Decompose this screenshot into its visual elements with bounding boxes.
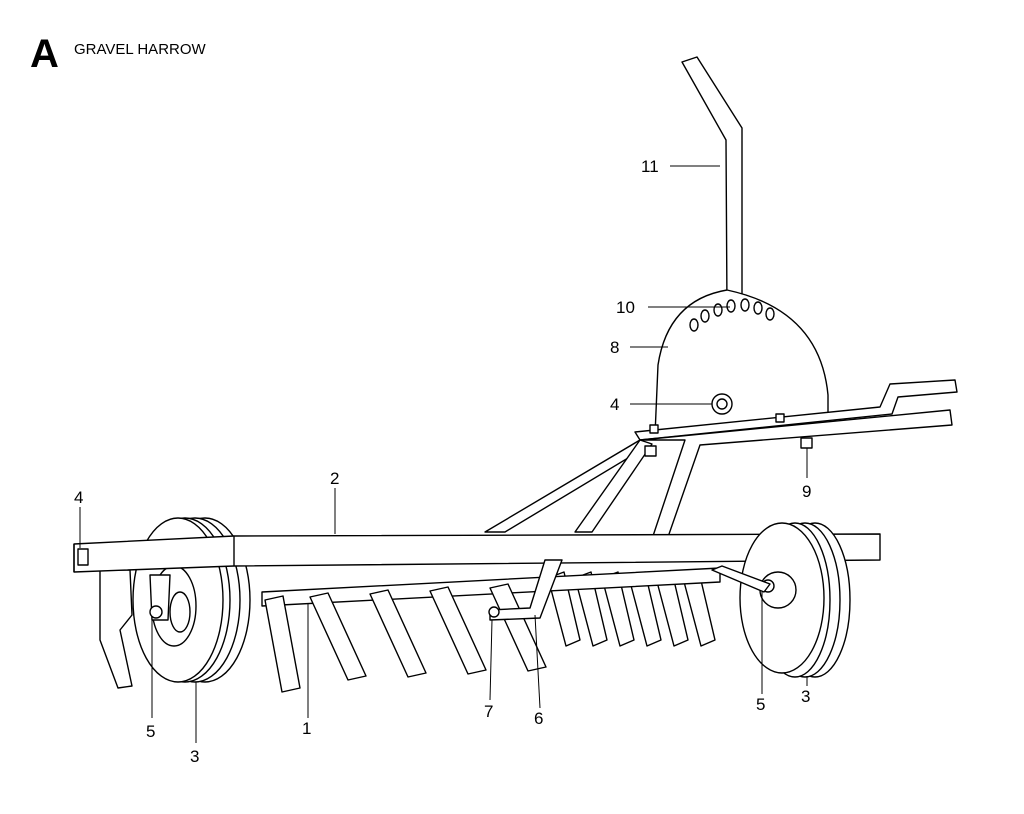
callout-8: 8 — [610, 338, 619, 357]
hitch-nut-left — [644, 445, 657, 457]
callout-10: 10 — [616, 298, 635, 317]
callout-5-right: 5 — [756, 695, 765, 714]
callout-3-left: 3 — [190, 747, 199, 766]
wheel-right — [739, 522, 851, 678]
callout-9: 9 — [802, 482, 811, 501]
strut — [489, 559, 563, 621]
callout-5-left: 5 — [146, 722, 155, 741]
callout-3-right: 3 — [801, 687, 810, 706]
bolt-left-end — [77, 548, 89, 566]
axle-left — [149, 574, 171, 621]
strut-nut — [488, 606, 500, 618]
tines-front — [264, 583, 547, 693]
section-letter: A — [30, 32, 59, 76]
axle-right-arm — [711, 565, 771, 593]
callout-7: 7 — [484, 702, 493, 721]
hitch-arm-lower — [639, 409, 953, 561]
leader-lines — [79, 165, 808, 743]
callout-4-end: 4 — [74, 488, 83, 507]
callout-1: 1 — [302, 719, 311, 738]
handle-bar — [681, 56, 743, 311]
callout-2: 2 — [330, 469, 339, 488]
brace-mid — [574, 439, 653, 533]
callout-6: 6 — [534, 709, 543, 728]
quadrant-plate — [654, 289, 829, 436]
tines-back — [547, 571, 716, 647]
hub-nut — [716, 398, 728, 410]
hitch-nut-right — [800, 437, 813, 449]
callout-4-hub: 4 — [610, 395, 619, 414]
end-bracket-left — [99, 569, 133, 689]
callout-11: 11 — [641, 157, 659, 176]
diagram-title: GRAVEL HARROW — [74, 41, 206, 58]
